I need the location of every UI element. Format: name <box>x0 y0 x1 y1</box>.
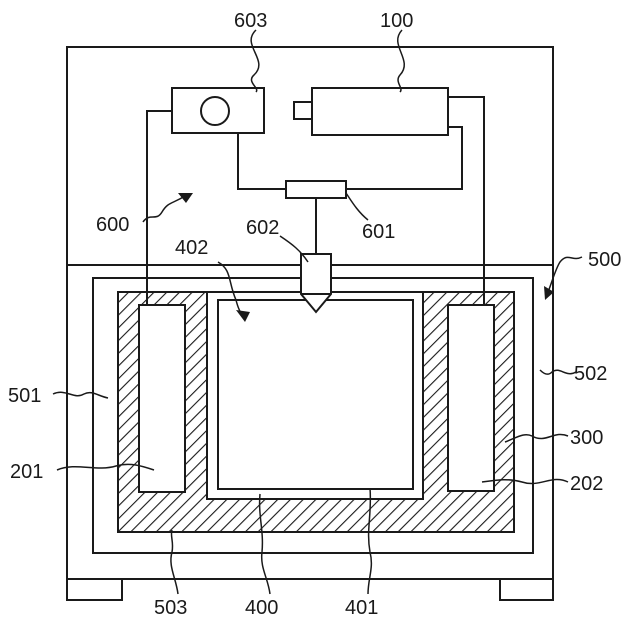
probe-602 <box>300 253 332 314</box>
label-602: 602 <box>246 217 279 239</box>
module-601 <box>285 180 347 199</box>
arrow-600-icon <box>178 193 193 203</box>
meter-603 <box>171 87 265 134</box>
wire-left <box>146 110 172 305</box>
leader-300 <box>504 433 569 443</box>
electrode-202 <box>447 304 495 492</box>
wiring <box>146 96 485 305</box>
label-402: 402 <box>175 237 208 259</box>
wire-601-100 <box>346 126 463 190</box>
leader-100 <box>396 29 406 93</box>
label-400: 400 <box>245 597 278 619</box>
chamber-400 <box>206 291 424 500</box>
leader-602 <box>279 235 309 263</box>
leader-600 <box>142 195 186 223</box>
leader-503 <box>170 529 179 595</box>
label-502: 502 <box>574 363 607 385</box>
arrow-402-icon <box>236 310 250 322</box>
power-source-100 <box>293 87 449 136</box>
left-foot <box>66 578 123 601</box>
meter-dial-icon <box>200 96 230 126</box>
electrode-201 <box>138 304 186 493</box>
housing-feet <box>66 578 554 601</box>
connector <box>293 101 313 120</box>
label-503: 503 <box>154 597 187 619</box>
leader-500 <box>546 256 583 296</box>
leader-601 <box>345 192 369 221</box>
leader-401 <box>367 487 373 595</box>
wire-603-601 <box>237 133 286 190</box>
leader-lines <box>52 29 583 595</box>
reference-labels: 603 100 600 602 601 402 500 501 502 300 … <box>8 10 621 619</box>
right-foot <box>499 578 554 601</box>
label-500: 500 <box>588 249 621 271</box>
label-401: 401 <box>345 597 378 619</box>
leader-502 <box>539 369 577 375</box>
label-601: 601 <box>362 221 395 243</box>
label-501: 501 <box>8 385 41 407</box>
label-300: 300 <box>570 427 603 449</box>
label-100: 100 <box>380 10 413 32</box>
leader-501 <box>52 391 109 399</box>
arrow-500-icon <box>544 286 554 300</box>
wire-right <box>448 96 485 305</box>
label-201: 201 <box>10 461 43 483</box>
leader-603 <box>250 29 260 93</box>
leader-400 <box>258 493 271 595</box>
chamber-inner-401 <box>217 299 414 490</box>
leader-202 <box>481 478 569 485</box>
label-202: 202 <box>570 473 603 495</box>
leader-201 <box>56 463 155 471</box>
label-600: 600 <box>96 214 129 236</box>
arrowheads <box>178 193 554 322</box>
label-603: 603 <box>234 10 267 32</box>
housing-top <box>66 46 554 266</box>
